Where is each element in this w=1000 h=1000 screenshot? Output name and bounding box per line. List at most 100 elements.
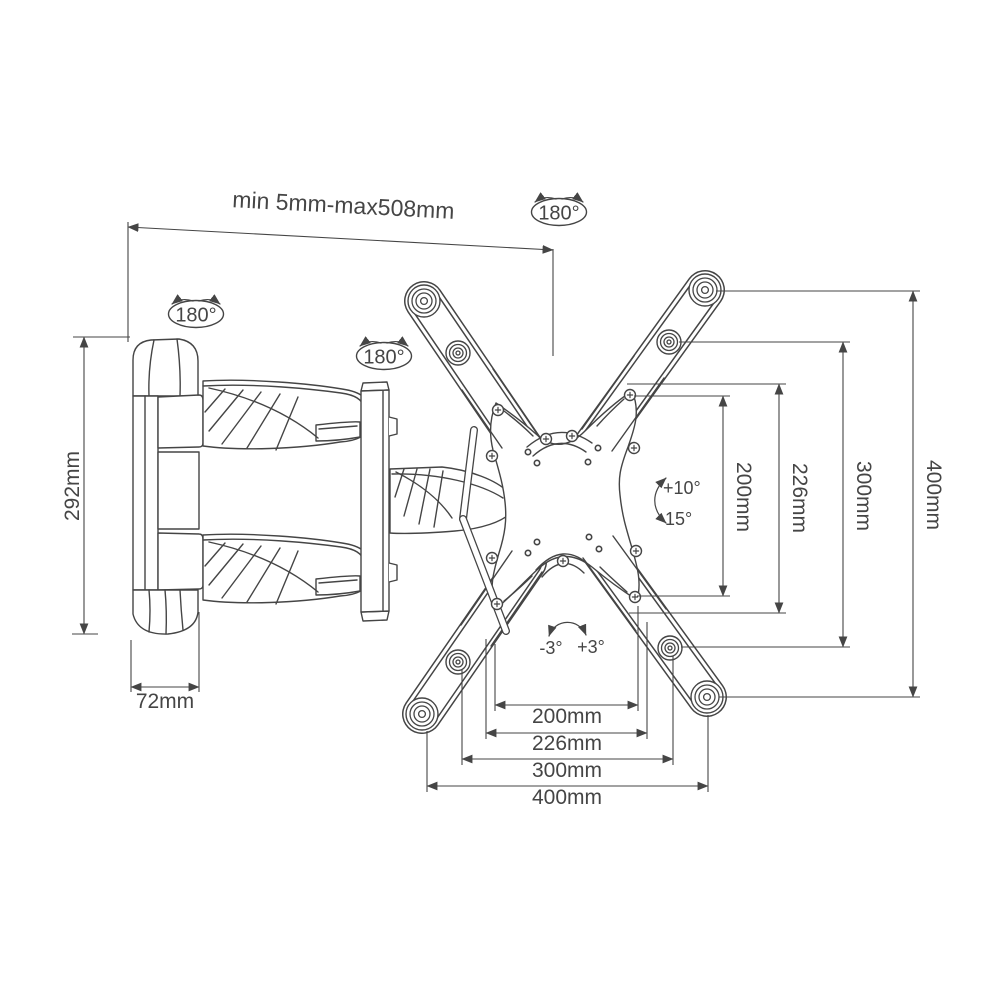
link-bar-body — [360, 389, 390, 613]
small-hole-icon — [524, 549, 532, 557]
screw-hole-icon — [565, 429, 579, 443]
vesa-plate — [459, 355, 667, 647]
dim-vesa-vertical-400: 400mm — [716, 290, 945, 698]
dimensions: min 5mm-max508mm 292mm 72mm 200mm 226mm — [61, 186, 945, 809]
articulating-arm-upper — [202, 379, 370, 451]
articulating-arm-lower — [202, 533, 370, 605]
dim-vesa-vertical-300: 300mm — [679, 341, 875, 648]
top-notch-band — [526, 431, 593, 448]
level-left-label: -3° — [539, 638, 562, 658]
level-arrow-icon — [548, 621, 587, 637]
arm-end-boss-icon — [405, 697, 439, 731]
vesa-plate-outline — [489, 390, 640, 610]
dimension-line — [127, 223, 554, 254]
swivel-badge-left-label: 180° — [175, 305, 216, 327]
angle-annotations: 180° 180° 180° +10° -15° -3° +3° — [169, 198, 701, 658]
tilt-annotation: +10° -15° — [654, 477, 701, 529]
small-hole-icon — [585, 533, 593, 541]
arm-mid-boss-icon — [657, 635, 683, 661]
bottom-cap-facet — [164, 589, 168, 635]
hinge-knuckle-lower — [157, 532, 204, 591]
arm-link-bar — [360, 381, 398, 622]
link-bar-side-tab — [388, 416, 398, 437]
level-right-label: +3° — [577, 637, 605, 657]
forearm-rib — [433, 470, 444, 528]
arm-end-boss-icon — [690, 680, 724, 714]
dim-vesa-horizontal-200: 200mm — [494, 606, 639, 728]
forearm — [389, 466, 515, 535]
arm-end-boss-icon — [407, 284, 441, 318]
small-hole-icon — [533, 459, 541, 467]
arm-mid-boss-icon — [656, 329, 682, 355]
extension-range-label: min 5mm-max508mm — [232, 186, 455, 224]
tilt-arrow-icon — [654, 477, 667, 524]
small-hole-icon — [533, 538, 541, 546]
arm-crossing-edges — [459, 355, 667, 647]
arm-edge-line — [612, 535, 667, 610]
small-hole-icon — [584, 458, 592, 466]
wall-plate-mid-block — [157, 451, 200, 530]
screw-hole-icon — [490, 597, 504, 611]
forearm-top-edge — [391, 473, 504, 499]
dim-vesa-horizontal-400: 400mm — [426, 715, 709, 809]
bottom-notch-dome — [535, 553, 591, 571]
arm-edge-line — [490, 571, 543, 647]
top-notch-band-inner — [532, 442, 587, 457]
level-annotation: -3° +3° — [539, 621, 605, 658]
swivel-badge-mid-label: 180° — [363, 347, 404, 369]
vesa-horizontal-300-label: 300mm — [532, 759, 602, 782]
screw-hole-icon — [556, 554, 570, 568]
vesa-horizontal-400-label: 400mm — [532, 786, 602, 809]
vesa-vertical-200-label: 200mm — [732, 462, 755, 532]
screw-hole-icon — [485, 449, 499, 463]
plate-inner-edge — [503, 410, 534, 437]
plate-inner-edge — [596, 398, 625, 427]
small-hole-icon — [595, 545, 603, 553]
dim-wall-plate-width: 72mm — [130, 612, 200, 713]
arm-edge-line — [461, 389, 503, 449]
bottom-cap-facet — [148, 589, 151, 633]
arm-edge-line — [582, 557, 637, 632]
arm-mid-boss-icon — [445, 340, 471, 366]
arm-edge-line — [581, 355, 635, 430]
screw-hole-icon — [485, 551, 499, 565]
dim-vesa-horizontal-226: 226mm — [485, 622, 648, 755]
small-hole-icon — [594, 444, 602, 452]
screw-hole-icon — [539, 432, 553, 446]
hinge-knuckle-upper — [157, 394, 204, 449]
link-bar-side-tab — [388, 562, 398, 583]
vesa-vertical-226-label: 226mm — [788, 463, 811, 533]
wall-plate-height-label: 292mm — [61, 451, 84, 521]
tilt-up-label: +10° — [663, 478, 701, 498]
screw-hole-icon — [623, 388, 637, 402]
bottom-cap-facet — [179, 589, 184, 631]
screw-hole-icon — [491, 403, 505, 417]
dim-vesa-vertical-200: 200mm — [634, 395, 755, 597]
arm-edge-line — [611, 377, 665, 452]
vesa-vertical-400-label: 400mm — [922, 460, 945, 530]
bracket-strip-fill — [460, 427, 477, 522]
wall-plate-top-cap — [132, 338, 199, 397]
arm-mid-boss-icon — [445, 649, 471, 675]
arm-end-boss-icon — [688, 273, 722, 307]
screw-hole-icon — [629, 544, 643, 558]
vesa-horizontal-200-label: 200mm — [532, 705, 602, 728]
swivel-badge-top: 180° — [532, 198, 587, 226]
forearm-rib — [418, 468, 431, 525]
top-cap-facet — [176, 338, 181, 397]
wall-mount-assembly — [132, 338, 525, 635]
plate-inner-edge — [503, 575, 533, 602]
vesa-vertical-300-label: 300mm — [852, 461, 875, 531]
bracket-strip-fill — [460, 516, 509, 634]
dim-vesa-vertical-226: 226mm — [627, 383, 811, 614]
tilt-down-label: -15° — [659, 509, 692, 529]
arm-edge-line — [492, 368, 545, 445]
dim-vesa-horizontal-300: 300mm — [461, 656, 674, 782]
swivel-badge-mid: 180° — [357, 342, 412, 370]
vesa-horizontal-226-label: 226mm — [532, 732, 602, 755]
dim-wall-plate-height: 292mm — [61, 336, 130, 635]
dim-extension-range: min 5mm-max508mm — [127, 186, 554, 356]
top-cap-facet — [148, 339, 155, 397]
